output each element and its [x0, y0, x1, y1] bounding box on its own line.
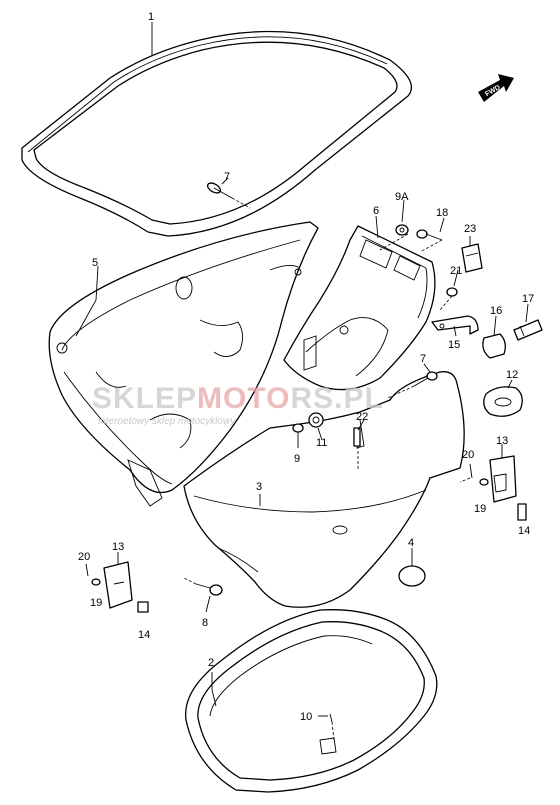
label-part-17: 17 — [522, 293, 534, 305]
label-part-7-upper: 7 — [224, 171, 230, 183]
label-part-13-right: 13 — [496, 435, 508, 447]
fwd-arrow-icon: FWD — [478, 74, 514, 102]
part-labels: 1 2 3 4 5 6 7 7 8 9 9A 10 11 12 13 13 14… — [78, 11, 534, 723]
label-part-18: 18 — [436, 207, 448, 219]
part-20-screw-left — [85, 563, 89, 577]
label-part-9a: 9A — [395, 191, 409, 203]
part-11-collar — [308, 412, 324, 428]
label-part-15: 15 — [448, 339, 460, 351]
part-15-bracket — [431, 315, 479, 335]
rear-lower-cover — [48, 221, 319, 507]
part-9-screw — [292, 423, 304, 433]
label-part-8: 8 — [202, 617, 208, 629]
part-12-grommet — [483, 386, 523, 417]
label-part-5: 5 — [92, 257, 98, 269]
label-part-14-left: 14 — [138, 629, 150, 641]
part-20-screw-right — [469, 463, 473, 479]
svg-text:SKLEPMOTORS.PL: SKLEPMOTORS.PL — [92, 382, 384, 415]
part-19-washer-right — [479, 478, 489, 486]
watermark-brand-part1: SKLEP — [92, 382, 197, 415]
part-14-bolt-right — [517, 503, 527, 521]
label-part-9: 9 — [294, 453, 300, 465]
label-part-22: 22 — [356, 411, 368, 423]
fwd-label: FWD — [484, 84, 501, 98]
label-part-7-side: 7 — [420, 353, 426, 365]
lower-seal — [185, 609, 438, 793]
label-part-20-right: 20 — [462, 449, 474, 461]
part-13-plate-left — [103, 561, 133, 609]
label-part-16: 16 — [490, 305, 502, 317]
part-9a-washer — [395, 224, 409, 236]
label-part-10: 10 — [300, 711, 312, 723]
watermark-tagline: internetowy sklep motocyklowy — [98, 416, 236, 427]
label-part-20-left: 20 — [78, 551, 90, 563]
label-part-11: 11 — [316, 437, 327, 449]
upper-seal — [21, 30, 413, 237]
label-part-23: 23 — [464, 223, 476, 235]
part-13-plate-right — [489, 455, 517, 503]
label-part-2: 2 — [208, 657, 214, 669]
part-16-latch — [482, 333, 506, 359]
part-19-washer-left — [91, 578, 101, 586]
label-part-19-right: 19 — [474, 503, 486, 515]
assembly-guide-lines — [183, 197, 471, 741]
label-part-4: 4 — [408, 537, 414, 549]
part-22-pin — [353, 427, 361, 447]
watermark-domain: .PL — [334, 382, 384, 415]
part-8-bolt — [195, 583, 223, 596]
label-part-21: 21 — [450, 265, 462, 277]
part-23-clip — [461, 243, 483, 273]
part-18-screw — [416, 229, 443, 241]
watermark-brand-part2: MOTO — [197, 382, 290, 415]
part-10-screw — [329, 713, 333, 723]
part-7-bolt-side — [413, 371, 438, 387]
label-part-14-right: 14 — [518, 525, 530, 537]
label-part-6: 6 — [373, 205, 379, 217]
watermark: SKLEPMOTORS.PL internetowy sklep motocyk… — [92, 382, 384, 427]
label-part-1: 1 — [148, 11, 154, 23]
part-14-bolt-left — [137, 601, 149, 613]
label-part-3: 3 — [256, 481, 262, 493]
part-4-plug — [398, 565, 426, 587]
label-part-12: 12 — [506, 369, 518, 381]
inner-panel — [283, 225, 436, 391]
part-17-handle — [513, 319, 543, 341]
label-part-19-left: 19 — [90, 597, 102, 609]
watermark-brand-part3: RS — [290, 382, 334, 415]
part-21-screw — [446, 287, 458, 297]
part-7-bolt-upper — [206, 182, 233, 199]
label-part-13-left: 13 — [112, 541, 124, 553]
leader-lines — [75, 22, 529, 717]
